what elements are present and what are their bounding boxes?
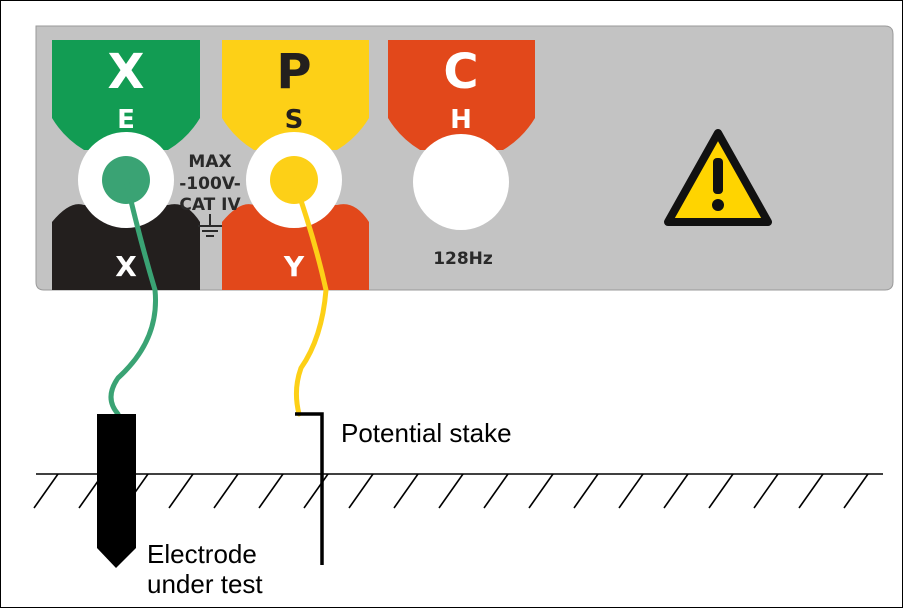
terminal-p-bottom-letter: Y [283,250,305,283]
terminal-p-sub-letter: S [285,105,304,135]
terminal-p-top-letter: P [276,44,311,100]
ground-hatch-mark [843,473,869,509]
ground-hatch-mark [753,473,779,509]
electrode-label-line2: under test [147,569,263,599]
ground-hatch-mark [528,473,554,509]
electrode-label-line1: Electrode [147,539,257,569]
ground-hatch-mark [618,473,644,509]
rating-line3: CAT IV [179,195,241,215]
ground-hatch-mark [438,473,464,509]
warning-icon [664,129,772,226]
instrument-panel: X E X P S Y C H MAX -100V- CAT IV [35,25,894,291]
terminal-p: P S Y [222,40,369,290]
green-test-lead [108,177,159,417]
terminal-x-sub-letter: E [117,105,135,135]
ground-hatch-mark [258,473,284,509]
electrode-rod [97,414,136,568]
potential-stake [295,412,324,565]
ground-hatch-mark [213,473,239,509]
terminal-c-top-letter: C [443,44,478,100]
terminal-c-socket[interactable] [413,134,509,230]
terminal-c-sub-letter: H [450,105,472,135]
ground-hatch-mark [483,473,509,509]
ground-hatch-mark [663,473,689,509]
terminal-x-top-letter: X [107,44,144,100]
ground-hatch-mark [33,473,59,509]
rating-line1: MAX [188,152,231,172]
ground-hatch-mark [303,473,329,509]
terminal-x: X E X [52,40,200,290]
ground-hatch-mark [798,473,824,509]
ground-hatch-mark [168,473,194,509]
voltage-rating: MAX -100V- CAT IV [179,152,241,237]
terminal-x-bottom-letter: X [115,250,137,283]
ground-hatch-mark [348,473,374,509]
ground-surface [33,473,883,509]
ground-hatch-mark [708,473,734,509]
rating-line2: -100V- [179,174,241,194]
ground-symbol-icon [198,214,222,237]
ground-hatch-mark [393,473,419,509]
potential-stake-label: Potential stake [341,418,512,448]
ground-hatch-mark [573,473,599,509]
terminal-c: C H [388,40,535,230]
frequency-label: 128Hz [433,249,493,269]
yellow-test-lead [291,177,329,417]
